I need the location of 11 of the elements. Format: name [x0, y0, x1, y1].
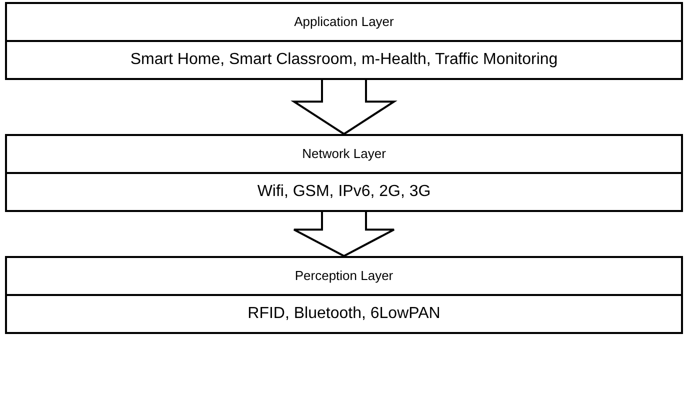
layer-title: Application Layer — [294, 13, 394, 32]
layer-box — [5, 134, 683, 212]
block-arrow — [290, 79, 398, 136]
layer-examples: RFID, Bluetooth, 6LowPAN — [248, 304, 440, 324]
layer-box — [5, 256, 683, 334]
layer-title: Perception Layer — [294, 267, 394, 286]
layer-examples: Smart Home, Smart Classroom, m-Health, Traffic Monitoring — [130, 50, 558, 70]
layer-examples: Wifi, GSM, IPv6, 2G, 3G — [257, 182, 431, 202]
layer-box — [5, 2, 683, 80]
block-arrow — [293, 211, 395, 258]
layer-title: Network Layer — [302, 145, 386, 164]
